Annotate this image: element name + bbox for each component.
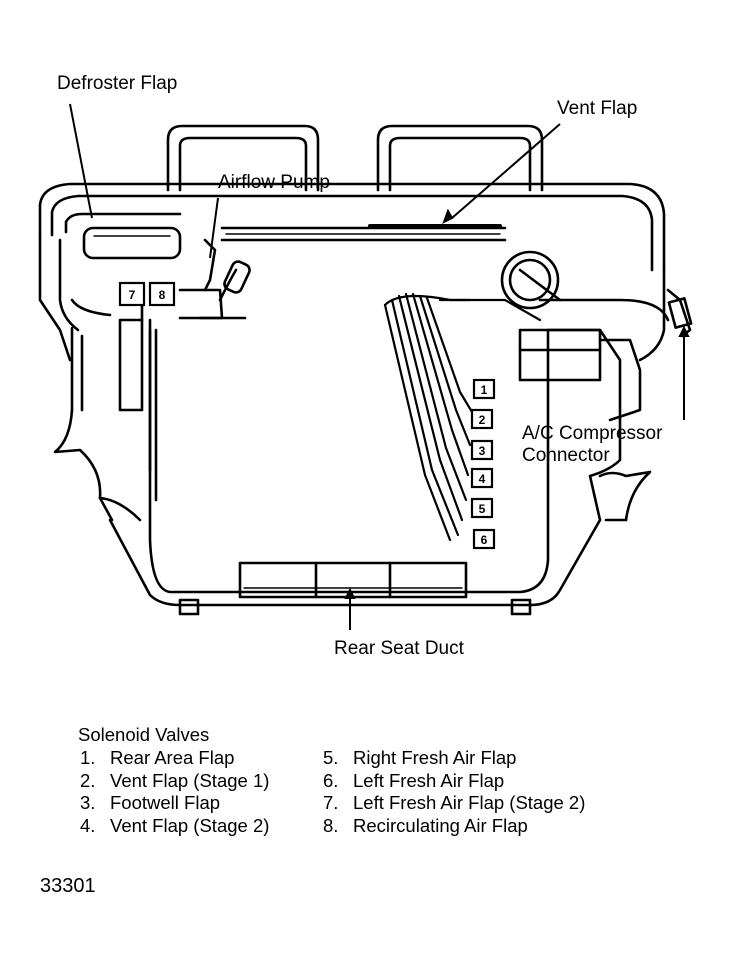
valve-number-4: 4: [479, 472, 486, 486]
valve-box-6: [472, 528, 496, 550]
valve-box-2: [470, 408, 494, 430]
valve-number-3: 3: [479, 444, 486, 458]
legend-item: 7.Left Fresh Air Flap (Stage 2): [323, 792, 586, 814]
legend-item: 3.Footwell Flap: [80, 792, 221, 814]
leader-lines: [69, 103, 690, 630]
upper-housing: [38, 182, 666, 272]
left-top-housing: [166, 124, 320, 192]
legend-heading: Solenoid Valves: [78, 724, 210, 745]
valve-box-7: [118, 281, 146, 307]
label-ac-compressor: A/C Compressor: [522, 423, 663, 444]
right-top-housing: [376, 124, 544, 192]
label-airflow-pump: Airflow Pump: [218, 172, 330, 193]
valve-number-7: 7: [129, 288, 136, 302]
legend-item: 4.Vent Flap (Stage 2): [80, 815, 270, 837]
vacuum-hose-bundle: [383, 292, 542, 542]
valve-number-8: 8: [159, 288, 166, 302]
valve-box-8: [148, 281, 176, 307]
valve-number-5: 5: [479, 502, 486, 516]
valve-box-4: [470, 467, 494, 489]
legend-item: 5.Right Fresh Air Flap: [323, 746, 517, 768]
valve-number-6: 6: [481, 533, 488, 547]
valve-box-1: [472, 378, 496, 400]
lower-housing: [108, 518, 602, 607]
label-vent-flap: Vent Flap: [557, 98, 638, 119]
label-rear-seat-duct: Rear Seat Duct: [334, 638, 464, 659]
defroster-flap-box: [82, 226, 182, 260]
valve-number-2: 2: [479, 413, 486, 427]
vacuum-reservoir: [500, 250, 560, 310]
label-ac-connector: Connector: [522, 445, 610, 466]
leader-defroster: [69, 103, 93, 219]
label-defroster-flap: Defroster Flap: [57, 73, 178, 94]
solenoid-valves-left: [118, 281, 176, 307]
legend-item: 2.Vent Flap (Stage 1): [80, 769, 270, 791]
legend-right-column: 5.Right Fresh Air Flap 6.Left Fresh Air …: [323, 747, 585, 838]
legend-item: 8.Recirculating Air Flap: [323, 815, 528, 837]
legend-left-column: 1.Rear Area Flap 2.Vent Flap (Stage 1) 3…: [80, 747, 269, 838]
figure-id: 33301: [40, 875, 96, 897]
valve-number-1: 1: [481, 383, 488, 397]
leader-airflow-pump: [209, 197, 219, 259]
legend-item: 1.Rear Area Flap: [80, 746, 235, 768]
solenoid-valves-legend: Solenoid Valves 1.Rear Area Flap 2.Vent …: [78, 724, 585, 836]
valve-box-5: [470, 497, 494, 519]
solenoid-valves-right: [470, 378, 496, 550]
left-vertical-duct: [118, 318, 144, 412]
valve-box-3: [470, 439, 494, 461]
legend-item: 6.Left Fresh Air Flap: [323, 769, 505, 791]
leader-vent-flap: [451, 123, 561, 219]
